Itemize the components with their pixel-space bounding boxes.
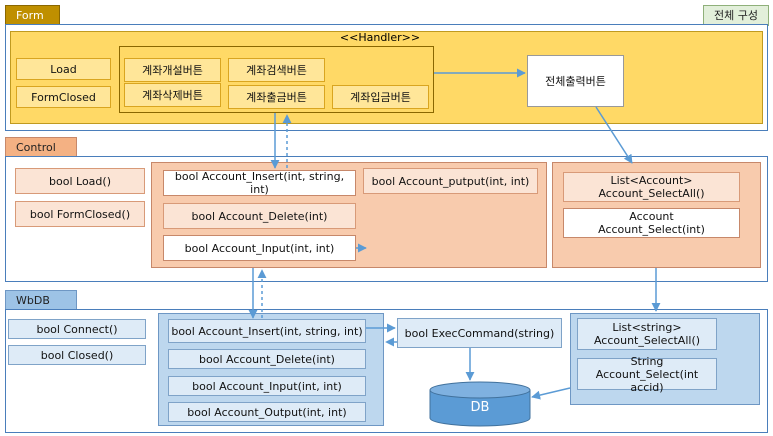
wbdb-select-all: List<string> Account_SelectAll(): [577, 318, 717, 350]
button-search-account: 계좌검색버튼: [228, 58, 325, 82]
button-deposit-account: 계좌입금버튼: [332, 85, 429, 109]
wbdb-account-delete: bool Account_Delete(int): [168, 349, 366, 369]
control-select: Account Account_Select(int): [563, 208, 740, 238]
control-account-input: bool Account_Input(int, int): [163, 235, 356, 261]
wbdb-exec-command: bool ExecCommand(string): [397, 318, 562, 348]
wbdb-account-output: bool Account_Output(int, int): [168, 402, 366, 422]
wbdb-account-input: bool Account_Input(int, int): [168, 376, 366, 396]
control-account-insert: bool Account_Insert(int, string, int): [163, 170, 356, 196]
form-label: Form: [5, 5, 60, 26]
button-withdraw-account: 계좌출금버튼: [228, 85, 325, 109]
event-load: Load: [16, 58, 111, 80]
button-delete-account: 계좌삭제버튼: [124, 83, 221, 107]
control-load: bool Load(): [15, 168, 145, 194]
button-print-all: 전체출력버튼: [527, 55, 624, 107]
db-label: DB: [470, 400, 490, 415]
arrow-select-to-db: [531, 387, 571, 400]
control-label: Control: [5, 137, 77, 158]
wbdb-account-insert: bool Account_Insert(int, string, int): [168, 319, 366, 343]
wbdb-closed: bool Closed(): [8, 345, 146, 365]
wbdb-connect: bool Connect(): [8, 319, 146, 339]
control-select-all: List<Account> Account_SelectAll(): [563, 172, 740, 202]
event-formclosed: FormClosed: [16, 86, 111, 108]
arrow-print-to-control-select: [595, 106, 633, 164]
handler-label: <<Handler>>: [339, 31, 421, 44]
db-cylinder: [429, 381, 531, 427]
wbdb-select: String Account_Select(int accid): [577, 355, 717, 394]
control-formclosed: bool FormClosed(): [15, 201, 145, 227]
button-open-account: 계좌개설버튼: [124, 58, 221, 82]
control-account-delete: bool Account_Delete(int): [163, 203, 356, 229]
control-account-putput: bool Account_putput(int, int): [363, 168, 538, 194]
